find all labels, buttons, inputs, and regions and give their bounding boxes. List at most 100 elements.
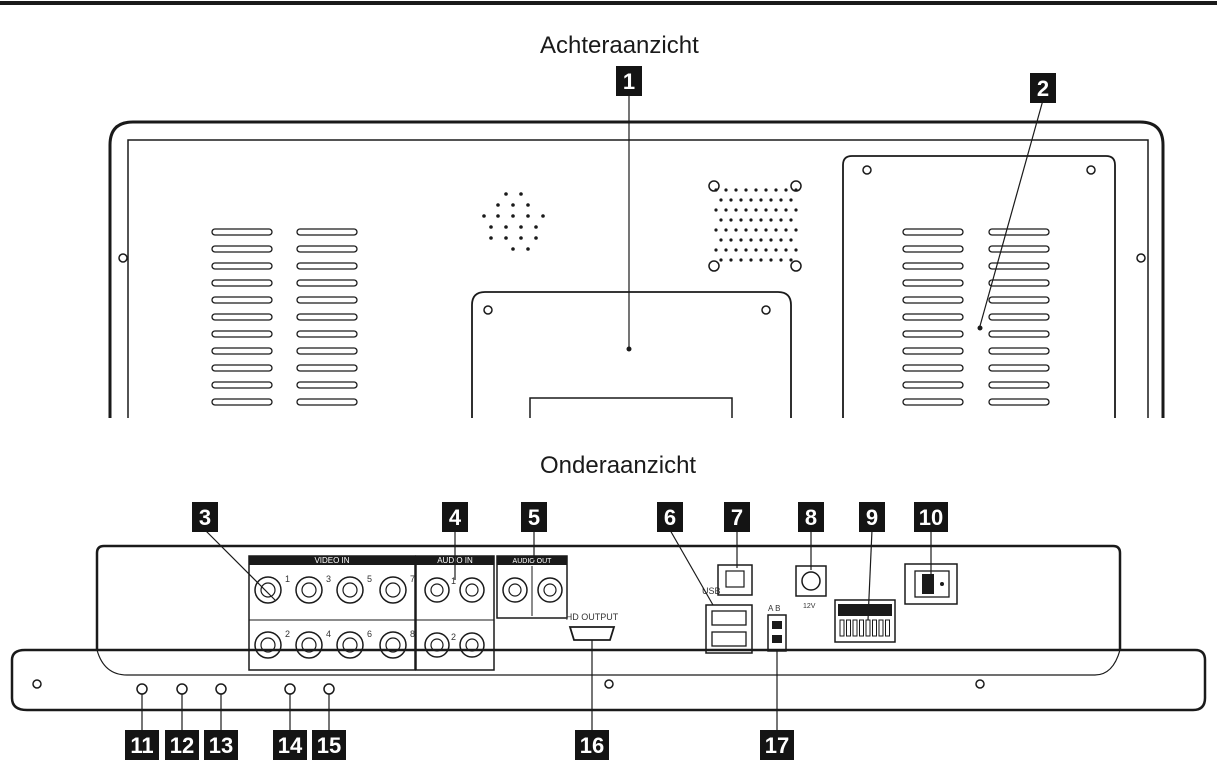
- rear-view: [108, 96, 1165, 418]
- grill-hole: [719, 238, 723, 242]
- power-label: 12V: [803, 603, 816, 610]
- grill-hole: [769, 218, 773, 222]
- vent-slot: [902, 245, 964, 253]
- bnc-connector-inner: [301, 637, 317, 653]
- callout-number-15: 15: [317, 733, 341, 758]
- ab-label: A B: [768, 604, 780, 613]
- grill-hole: [526, 214, 530, 218]
- vent-slot: [296, 279, 358, 287]
- vent-slot: [902, 313, 964, 321]
- grill-hole: [534, 225, 538, 229]
- video-in-number: 5: [367, 574, 372, 584]
- grill-hole: [496, 214, 500, 218]
- video-in-number: 4: [326, 629, 331, 639]
- grill-hole: [739, 258, 743, 262]
- bnc-connector: [379, 576, 407, 604]
- hd-output-label: HD OUTPUT: [566, 612, 619, 622]
- vent-slot: [988, 296, 1050, 304]
- grill-hole: [504, 236, 508, 240]
- callout-number-6: 6: [664, 505, 676, 530]
- grill-hole: [794, 208, 798, 212]
- callout-number-17: 17: [765, 733, 789, 758]
- bnc-connector: [295, 631, 323, 659]
- vent-slot: [902, 262, 964, 270]
- grill-hole: [789, 218, 793, 222]
- grill-hole: [744, 188, 748, 192]
- grill-hole: [769, 198, 773, 202]
- grill-hole: [779, 218, 783, 222]
- audio-connector: [459, 577, 485, 603]
- audio-connector-inner: [430, 583, 444, 597]
- usb-label: USB: [702, 586, 721, 596]
- speaker-grill-small: [482, 192, 545, 251]
- callout-number-13: 13: [209, 733, 233, 758]
- bnc-connector-inner: [260, 637, 276, 653]
- vent-slot: [902, 398, 964, 406]
- grill-hole: [779, 258, 783, 262]
- grill-hole: [739, 198, 743, 202]
- vent-slot: [902, 330, 964, 338]
- vent-slot: [211, 330, 273, 338]
- vent-slot: [988, 398, 1050, 406]
- grill-hole: [489, 236, 493, 240]
- callout-box-1: [616, 66, 642, 96]
- grill-hole: [789, 258, 793, 262]
- vent-slot: [211, 398, 273, 406]
- vent-slots-right: [902, 228, 1050, 406]
- grill-hole: [759, 218, 763, 222]
- vent-slot: [296, 313, 358, 321]
- callout-box-9: [859, 502, 885, 532]
- bnc-connector-inner: [342, 582, 358, 598]
- audio-out-panel: AUDIO OUT: [496, 555, 568, 619]
- callout-box-7: [724, 502, 750, 532]
- grill-hole: [511, 247, 515, 251]
- grill-hole: [764, 228, 768, 232]
- audio-connector-inner: [430, 638, 444, 652]
- grill-hole: [482, 214, 486, 218]
- video-in-number: 6: [367, 629, 372, 639]
- grill-hole: [519, 192, 523, 196]
- rear-housing-outline: [108, 120, 1165, 418]
- grill-hole: [724, 228, 728, 232]
- grill-hole: [759, 258, 763, 262]
- bottom-body: [95, 544, 1122, 650]
- grill-hole: [749, 198, 753, 202]
- base-bar: [10, 648, 1207, 712]
- grill-hole: [744, 208, 748, 212]
- callout-number-7: 7: [731, 505, 743, 530]
- grill-hole: [774, 248, 778, 252]
- vent-slot: [902, 279, 964, 287]
- grill-hole: [759, 198, 763, 202]
- audio-connector: [424, 632, 450, 658]
- vent-slot: [988, 381, 1050, 389]
- callout-box-3: [192, 502, 218, 532]
- terminal-pin: [846, 619, 851, 637]
- grill-hole: [729, 218, 733, 222]
- audio-out-connectors: [502, 566, 563, 616]
- grill-hole: [754, 228, 758, 232]
- callout-number-11: 11: [130, 733, 153, 758]
- vent-slot: [902, 228, 964, 236]
- vent-slot: [902, 381, 964, 389]
- callout-box-17: [760, 730, 794, 760]
- vent-slot: [211, 347, 273, 355]
- grill-hole: [714, 208, 718, 212]
- callout-box-13: [204, 730, 238, 760]
- terminal-pin: [865, 619, 871, 637]
- grill-hole: [784, 228, 788, 232]
- grill-hole: [744, 248, 748, 252]
- video-in-number: 3: [326, 574, 331, 584]
- grill-hole: [504, 192, 508, 196]
- callout-box-15: [312, 730, 346, 760]
- vent-slot: [988, 262, 1050, 270]
- grill-hole: [779, 198, 783, 202]
- rear-screw-right: [1136, 253, 1146, 263]
- grill-hole: [789, 238, 793, 242]
- video-in-number: 1: [285, 574, 290, 584]
- vent-slot: [902, 347, 964, 355]
- grill-hole: [774, 188, 778, 192]
- grill-hole: [774, 208, 778, 212]
- grill-hole: [714, 228, 718, 232]
- grill-hole: [734, 248, 738, 252]
